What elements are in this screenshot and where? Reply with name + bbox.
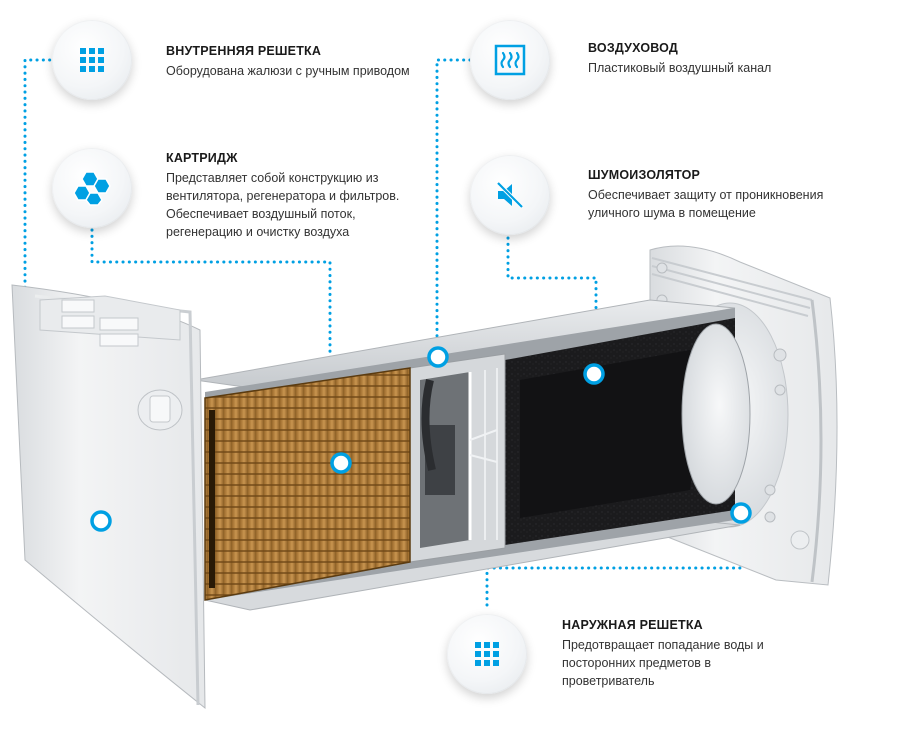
duct-heat-icon	[494, 44, 526, 76]
cartridge-desc: Представляет собой конструкцию из вентил…	[166, 169, 399, 241]
inner-grille-label: ВНУТРЕННЯЯ РЕШЕТКА Оборудована жалюзи с …	[166, 44, 410, 80]
desc-line: вентилятора, регенератора и фильтров.	[166, 189, 400, 203]
grid-icon	[80, 48, 104, 72]
fan-section	[409, 353, 506, 563]
desc-line: Представляет собой конструкцию из	[166, 171, 379, 185]
regenerator	[204, 367, 411, 601]
leader-outer-grille	[485, 524, 744, 608]
inner-grille-panel	[11, 284, 206, 710]
inner-grille-desc: Оборудована жалюзи с ручным приводом	[166, 62, 410, 80]
desc-line: регенерацию и очистку воздуха	[166, 225, 350, 239]
air-duct-title: ВОЗДУХОВОД	[588, 41, 679, 55]
marker-cartridge	[330, 452, 352, 474]
inner-grille-title: ВНУТРЕННЯЯ РЕШЕТКА	[166, 44, 322, 58]
cartridge-title: КАРТРИДЖ	[166, 151, 238, 165]
grid-icon	[475, 642, 499, 666]
desc-line: Предотвращает попадание воды и	[562, 638, 764, 652]
silencer-desc: Обеспечивает защиту от проникновения ули…	[588, 186, 823, 222]
desc-line: посторонних предметов в	[562, 656, 712, 670]
silencer-icon-badge	[470, 155, 550, 235]
air-duct-label: ВОЗДУХОВОД Пластиковый воздушный канал	[588, 41, 771, 77]
silencer-label: ШУМОИЗОЛЯТОР Обеспечивает защиту от прон…	[588, 168, 823, 222]
silencer-foam	[505, 318, 751, 545]
air-duct-desc: Пластиковый воздушный канал	[588, 59, 771, 77]
desc-line: Обеспечивает защиту от проникновения	[588, 188, 824, 202]
outer-grille-icon-badge	[447, 614, 527, 694]
indicator-markers	[90, 346, 752, 532]
cartridge-label: КАРТРИДЖ Представляет собой конструкцию …	[166, 151, 399, 241]
desc-line: Оборудована жалюзи с ручным приводом	[166, 64, 410, 78]
outer-grille-label: НАРУЖНАЯ РЕШЕТКА Предотвращает попадание…	[562, 618, 764, 690]
hexagons-icon	[73, 171, 111, 206]
desc-line: Пластиковый воздушный канал	[588, 61, 772, 75]
leader-air-duct	[435, 58, 472, 348]
speaker-mute-icon	[496, 181, 524, 209]
outer-grille-desc: Предотвращает попадание воды и посторонн…	[562, 636, 764, 690]
desc-line: проветриватель	[562, 674, 655, 688]
marker-outer-grille	[730, 502, 752, 524]
desc-line: уличного шума в помещение	[588, 206, 756, 220]
inner-grille-icon-badge	[52, 20, 132, 100]
marker-inner-grille	[90, 510, 112, 532]
marker-silencer	[583, 363, 605, 385]
cartridge-icon-badge	[52, 148, 132, 228]
silencer-title: ШУМОИЗОЛЯТОР	[588, 168, 701, 182]
desc-line: Обеспечивает воздушный поток,	[166, 207, 356, 221]
outer-grille-title: НАРУЖНАЯ РЕШЕТКА	[562, 618, 703, 632]
air-duct-icon-badge	[470, 20, 550, 100]
marker-air-duct	[427, 346, 449, 368]
